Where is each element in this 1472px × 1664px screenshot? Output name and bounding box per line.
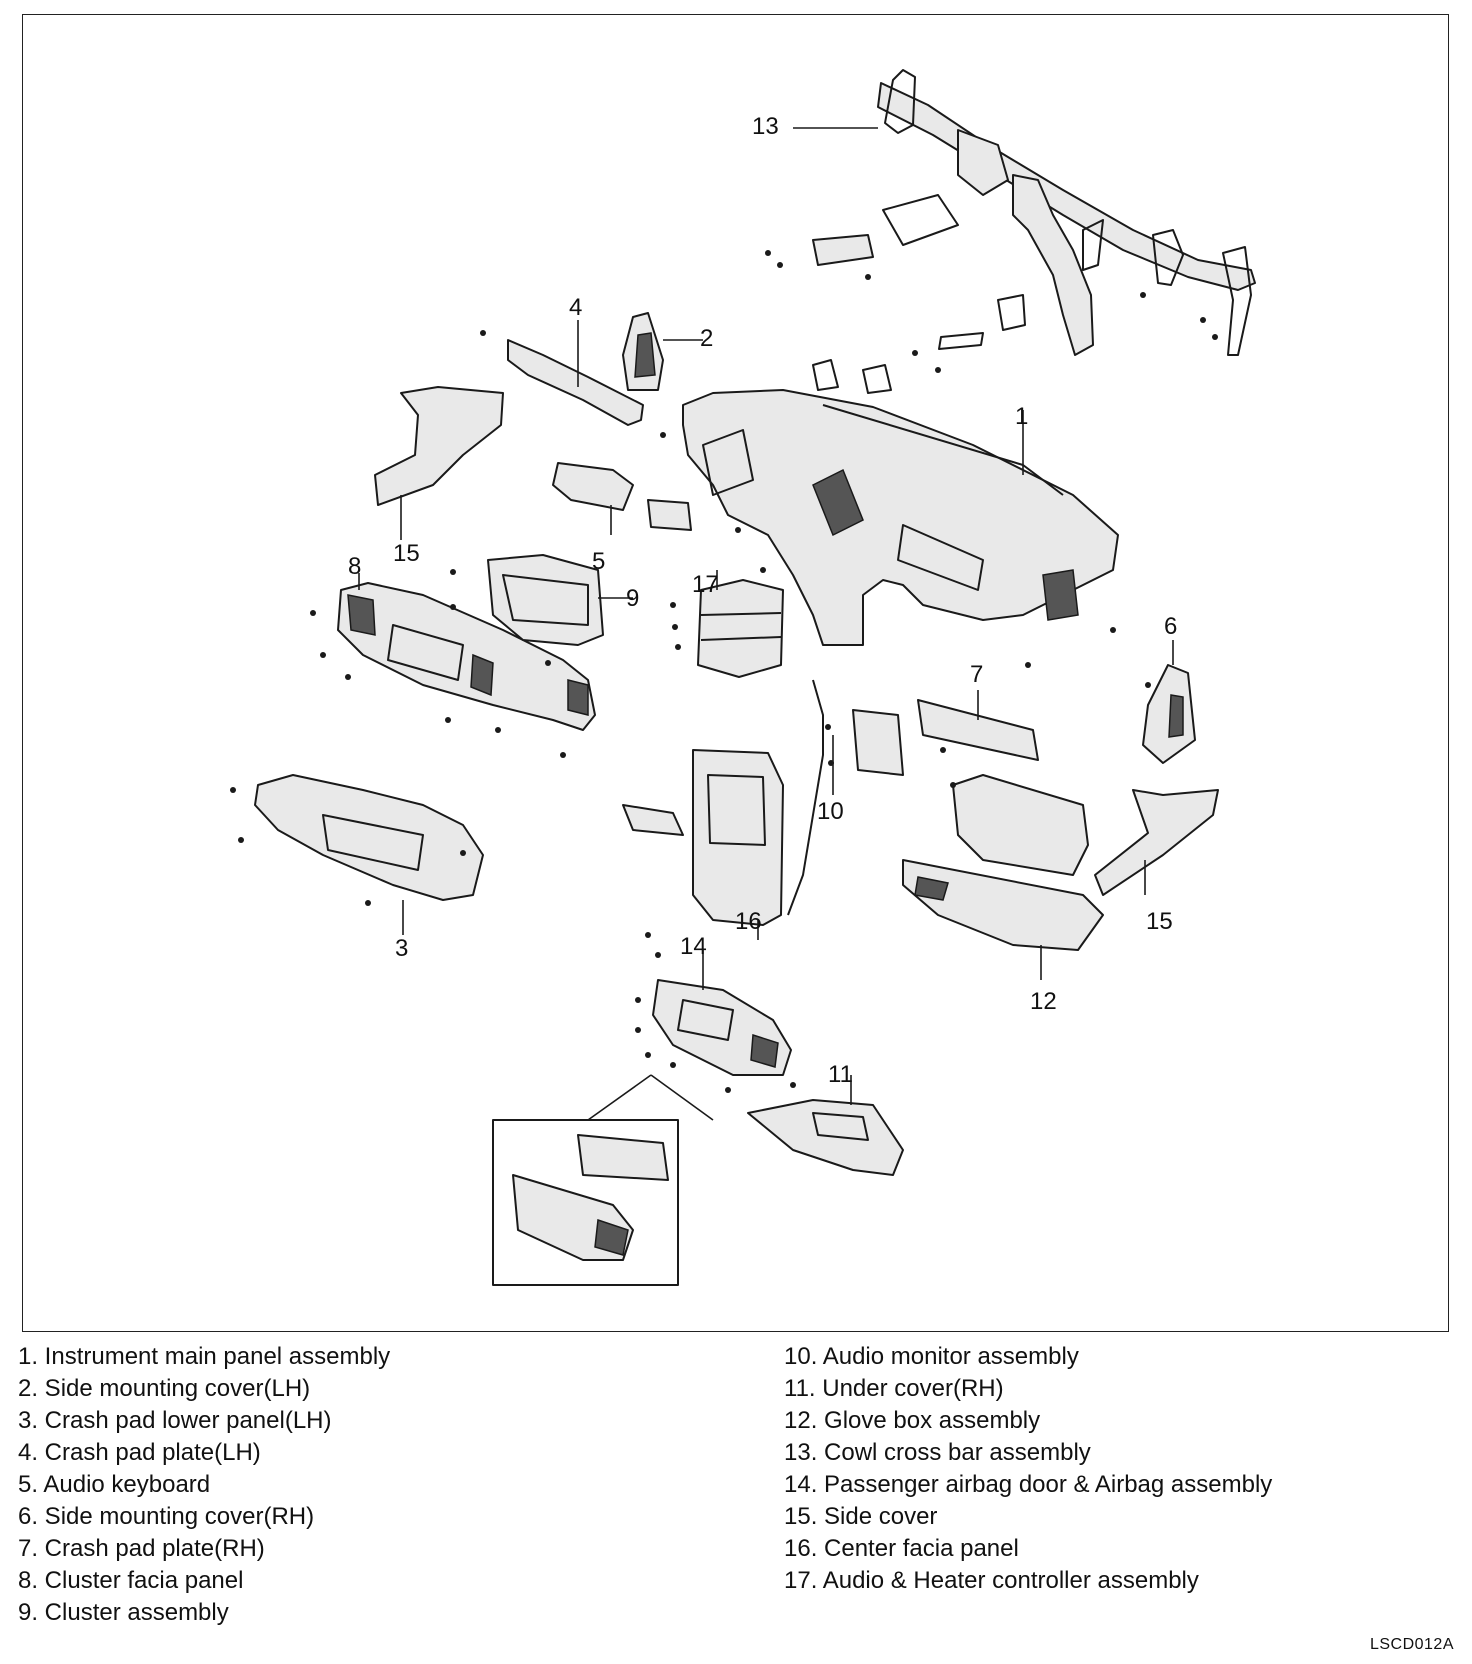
parts-legend-left: 1. Instrument main panel assembly 2. Sid… bbox=[18, 1341, 390, 1629]
callout-16: 16 bbox=[735, 908, 762, 935]
callout-14: 14 bbox=[680, 933, 707, 960]
legend-item: 7. Crash pad plate(RH) bbox=[18, 1535, 265, 1562]
legend-item: 15. Side cover bbox=[784, 1503, 938, 1530]
callout-10: 10 bbox=[817, 798, 844, 825]
callout-4: 4 bbox=[569, 294, 583, 321]
figure-code: LSCD012A bbox=[1369, 1636, 1454, 1653]
callout-15: 15 bbox=[1146, 908, 1173, 935]
crash-pad-plate-rh bbox=[917, 690, 1039, 761]
legend-item: 14. Passenger airbag door & Airbag assem… bbox=[784, 1471, 1273, 1498]
side-cover-rh bbox=[1094, 789, 1219, 896]
legend-item: 10. Audio monitor assembly bbox=[784, 1343, 1079, 1370]
legend-item: 12. Glove box assembly bbox=[784, 1407, 1041, 1434]
side-mounting-cover-rh bbox=[1142, 640, 1196, 764]
diagram-frame bbox=[22, 14, 1449, 1332]
callout-15: 15 bbox=[393, 540, 420, 567]
callout-1: 1 bbox=[1015, 403, 1029, 430]
callout-9: 9 bbox=[626, 585, 640, 612]
legend-item: 1. Instrument main panel assembly bbox=[18, 1343, 391, 1370]
audio-monitor-assembly bbox=[825, 709, 904, 795]
center-facia-panel bbox=[622, 679, 824, 958]
callout-17: 17 bbox=[692, 571, 719, 598]
parts-legend-right: 10. Audio monitor assembly 11. Under cov… bbox=[784, 1341, 1272, 1597]
legend-item: 6. Side mounting cover(RH) bbox=[18, 1503, 315, 1530]
callout-6: 6 bbox=[1164, 613, 1178, 640]
legend-item: 13. Cowl cross bar assembly bbox=[784, 1439, 1091, 1466]
cluster-facia-panel bbox=[310, 573, 596, 758]
legend-item: 9. Cluster assembly bbox=[18, 1599, 229, 1626]
legend-item: 8. Cluster facia panel bbox=[18, 1567, 244, 1594]
crash-pad-lower-panel-lh bbox=[230, 774, 484, 935]
callout-3: 3 bbox=[395, 935, 409, 962]
legend-item: 11. Under cover(RH) bbox=[784, 1375, 1004, 1402]
callout-11: 11 bbox=[828, 1061, 853, 1088]
callout-12: 12 bbox=[1030, 988, 1057, 1015]
legend-item: 16. Center facia panel bbox=[784, 1535, 1019, 1562]
legend-item: 3. Crash pad lower panel(LH) bbox=[18, 1407, 332, 1434]
side-mounting-cover-lh bbox=[622, 312, 703, 391]
legend-item: 17. Audio & Heater controller assembly bbox=[784, 1567, 1199, 1594]
callout-8: 8 bbox=[348, 553, 362, 580]
legend-item: 4. Crash pad plate(LH) bbox=[18, 1439, 261, 1466]
airbag-detail-inset bbox=[492, 1119, 679, 1286]
audio-heater-controller-assembly bbox=[670, 570, 784, 678]
callout-2: 2 bbox=[700, 325, 714, 352]
callout-5: 5 bbox=[592, 548, 606, 575]
cluster-assembly bbox=[450, 554, 633, 666]
legend-item: 2. Side mounting cover(LH) bbox=[18, 1375, 311, 1402]
cowl-cross-bar-assembly bbox=[765, 69, 1256, 373]
crash-pad-plate-lh bbox=[480, 320, 666, 438]
legend-item: 5. Audio keyboard bbox=[18, 1471, 211, 1498]
instrument-main-panel-assembly bbox=[668, 359, 1119, 668]
callout-7: 7 bbox=[970, 661, 984, 688]
glove-box-assembly bbox=[902, 774, 1104, 980]
callout-13: 13 bbox=[752, 113, 779, 140]
side-cover-lh bbox=[374, 386, 504, 540]
under-cover-rh bbox=[747, 1075, 904, 1176]
passenger-airbag-door-airbag-assembly bbox=[587, 950, 796, 1121]
audio-keyboard bbox=[552, 462, 692, 535]
exploded-view-drawing bbox=[230, 69, 1256, 1286]
